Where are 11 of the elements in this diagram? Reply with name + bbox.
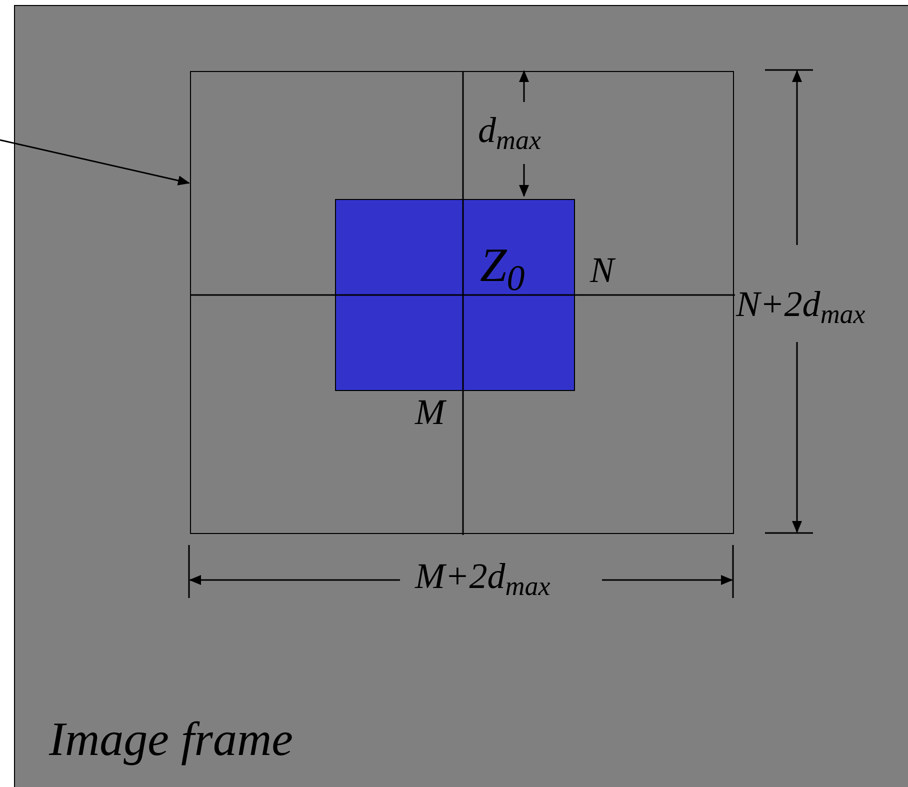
arrow: [0, 139, 190, 186]
dimension-label: N+2d$_{max}$: [736, 286, 866, 322]
block-label: Z$_{0}$: [480, 242, 525, 290]
search-window: [190, 71, 734, 534]
frame-label: Image frame: [49, 716, 293, 764]
dimension-label: M: [415, 394, 445, 430]
dimension-label: N: [590, 252, 614, 288]
block-rect: [335, 199, 575, 391]
dimension-label: M+2d$_{max}$: [415, 558, 550, 594]
image-frame: [14, 5, 908, 787]
dimension-label: d$_{max}$: [478, 112, 541, 148]
